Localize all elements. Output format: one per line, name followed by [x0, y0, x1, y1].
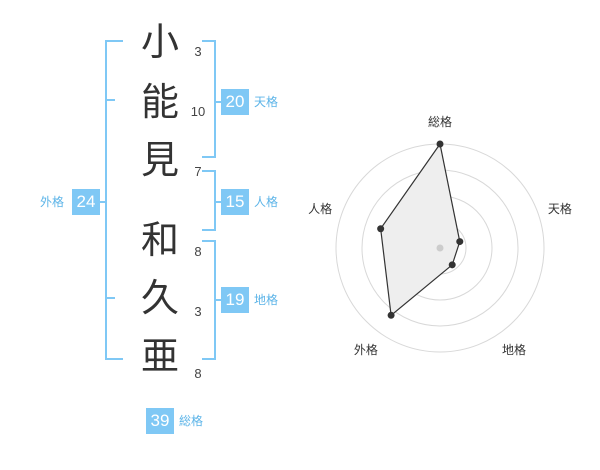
chikaku-badge: 19 [221, 287, 249, 313]
radar-point-5 [377, 225, 385, 233]
radar-axis-label-2: 天格 [548, 201, 572, 216]
chikaku-label: 地格 [254, 293, 279, 307]
name-char-5: 久 [140, 276, 179, 320]
stroke-count-2: 10 [190, 104, 206, 119]
soukaku-badge: 39 [146, 408, 174, 434]
radar-axis-label-5: 人格 [308, 201, 332, 216]
name-char-1: 小 [140, 20, 179, 64]
stroke-count-5: 3 [194, 304, 202, 319]
radar-point-4 [387, 311, 395, 319]
radar-axis-label-4: 外格 [354, 342, 378, 357]
jinkaku-badge: 15 [221, 189, 249, 215]
radar-polygon [380, 142, 461, 317]
radar-center-dot [436, 244, 444, 252]
radar-point-3 [448, 261, 456, 269]
gaikaku-label: 外格 [40, 195, 65, 209]
stroke-count-4: 8 [194, 244, 202, 259]
name-char-2: 能 [140, 80, 179, 124]
stroke-count-1: 3 [194, 44, 202, 59]
soukaku-label: 総格 [179, 414, 204, 428]
tenkaku-label: 天格 [254, 95, 279, 109]
gaikaku-badge: 24 [72, 189, 100, 215]
radar-point-1 [436, 140, 444, 148]
name-char-3: 見 [140, 138, 179, 182]
stroke-count-6: 8 [194, 366, 202, 381]
stroke-count-3: 7 [194, 164, 202, 179]
radar-point-2 [456, 238, 464, 246]
name-char-4: 和 [140, 218, 179, 262]
tenkaku-badge: 20 [221, 89, 249, 115]
radar-axis-label-3: 地格 [502, 342, 526, 357]
jinkaku-label: 人格 [254, 195, 279, 209]
radar-axis-label-1: 総格 [428, 114, 452, 129]
name-char-6: 亜 [140, 334, 179, 378]
